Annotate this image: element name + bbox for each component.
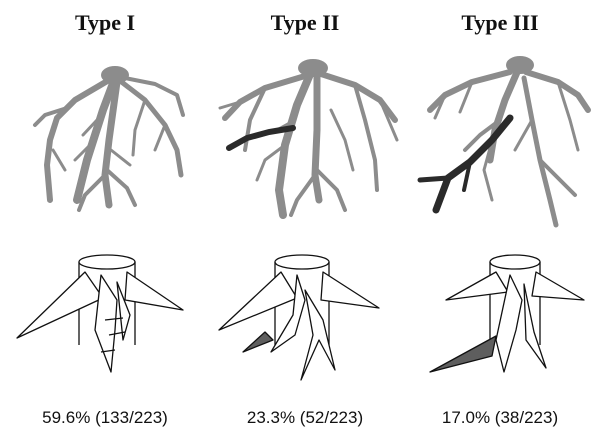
type-3-schematic xyxy=(430,255,584,372)
type-2-panel: Type II 23.3% (52/22 xyxy=(205,0,405,438)
type-3-caption: 17.0% (38/223) xyxy=(400,408,600,428)
type-2-schematic xyxy=(219,255,379,380)
type-3-panel: Type III xyxy=(400,0,600,438)
type-1-figure xyxy=(5,0,205,438)
type-1-vascular-cast xyxy=(35,66,183,210)
type-1-caption: 59.6% (133/223) xyxy=(5,408,205,428)
type-3-figure xyxy=(400,0,600,438)
type-3-highlight-branch xyxy=(420,118,510,210)
type-2-caption: 23.3% (52/223) xyxy=(205,408,405,428)
type-1-schematic xyxy=(17,255,183,372)
type-1-panel: Type I 5 xyxy=(5,0,205,438)
type-2-figure xyxy=(205,0,405,438)
type-3-vascular-cast xyxy=(430,56,588,225)
